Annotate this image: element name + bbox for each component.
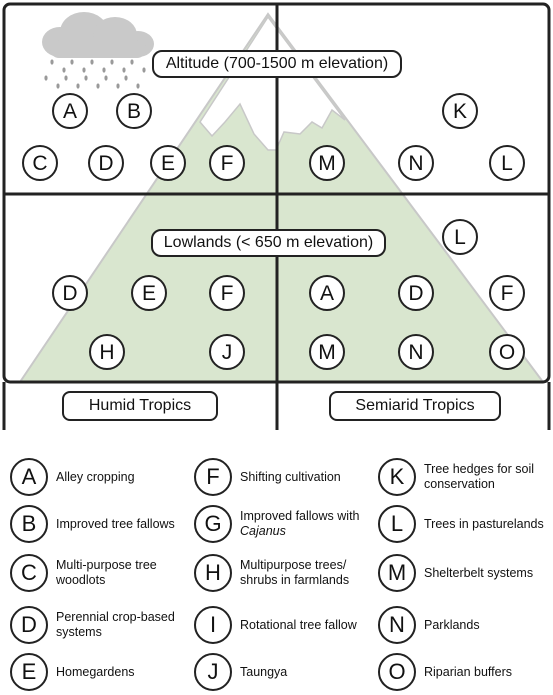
marker-low-semiarid-m: M (309, 334, 345, 370)
cloud-icon (42, 12, 154, 58)
marker-low-semiarid-a: A (309, 275, 345, 311)
legend-letter: O (378, 653, 416, 691)
altitude-zone-label: Altitude (700-1500 m elevation) (152, 50, 402, 78)
rain-drop (50, 59, 54, 65)
legend-letter: G (194, 505, 232, 543)
marker-alt-semiarid-n: N (398, 145, 434, 181)
marker-alt-humid-b: B (116, 93, 152, 129)
marker-alt-semiarid-m: M (309, 145, 345, 181)
marker-low-humid-d: D (52, 275, 88, 311)
rain-drop (70, 59, 74, 65)
marker-alt-humid-f: F (209, 145, 245, 181)
marker-low-humid-e: E (131, 275, 167, 311)
marker-low-semiarid-l: L (442, 219, 478, 255)
rain-drop (130, 59, 134, 65)
rain-drop (44, 75, 48, 81)
legend-letter: I (194, 606, 232, 644)
rain-drop (96, 83, 100, 89)
humid-tropics-label: Humid Tropics (62, 391, 218, 421)
legend-text: Improved tree fallows (56, 516, 175, 531)
rain-drop (76, 83, 80, 89)
legend-letter: D (10, 606, 48, 644)
agroforestry-diagram: Altitude (700-1500 m elevation) Lowlands… (2, 2, 551, 430)
legend-text-main: Improved fallows with (240, 509, 360, 523)
legend-text: Multipurpose trees/ shrubs in farmlands (240, 558, 350, 587)
rain-drop (62, 67, 66, 73)
legend-text-italic: Cajanus (240, 524, 286, 538)
marker-alt-humid-a: A (52, 93, 88, 129)
lowlands-zone-label: Lowlands (< 650 m elevation) (151, 229, 386, 257)
marker-low-humid-j: J (209, 334, 245, 370)
legend-letter: N (378, 606, 416, 644)
legend-text: Tree hedges for soil conservation (424, 462, 535, 491)
rain-drop (116, 83, 120, 89)
legend-letter: K (378, 458, 416, 496)
snow-peak (199, 15, 346, 151)
legend-letter: A (10, 458, 48, 496)
marker-alt-humid-e: E (150, 145, 186, 181)
legend-text: Taungya (240, 664, 288, 679)
rain-drop (122, 67, 126, 73)
legend-text: Multi-purpose tree woodlots (56, 558, 157, 587)
marker-low-semiarid-d: D (398, 275, 434, 311)
legend-letter: H (194, 554, 232, 592)
legend-text: Alley cropping (56, 469, 135, 484)
legend-text: Improved fallows with Cajanus (240, 505, 370, 543)
legend-text: Parklands (424, 617, 480, 632)
legend-text: Shifting cultivation (240, 469, 341, 484)
rain-drop (84, 75, 88, 81)
marker-low-humid-f: F (209, 275, 245, 311)
rain-drop (110, 59, 114, 65)
legend-letter: J (194, 653, 232, 691)
legend-letter: E (10, 653, 48, 691)
rain-drop (104, 75, 108, 81)
marker-low-semiarid-o: O (489, 334, 525, 370)
rain-icon (44, 59, 146, 89)
marker-alt-humid-d: D (88, 145, 124, 181)
marker-low-semiarid-f: F (489, 275, 525, 311)
rain-drop (124, 75, 128, 81)
marker-alt-semiarid-k: K (442, 93, 478, 129)
legend-letter: F (194, 458, 232, 496)
rain-drop (56, 83, 60, 89)
rain-drop (102, 67, 106, 73)
marker-low-humid-h: H (89, 334, 125, 370)
legend-text: Rotational tree fallow (240, 617, 357, 632)
marker-low-semiarid-n: N (398, 334, 434, 370)
marker-alt-semiarid-l: L (489, 145, 525, 181)
legend-text: Homegardens (56, 664, 135, 679)
legend-letter: M (378, 554, 416, 592)
legend-letter: B (10, 505, 48, 543)
semiarid-tropics-label: Semiarid Tropics (329, 391, 501, 421)
region-bracket (2, 382, 551, 430)
legend-letter: C (10, 554, 48, 592)
legend-text: Shelterbelt systems (424, 565, 534, 580)
legend-text: Perennial crop-based systems (56, 610, 175, 639)
rain-drop (64, 75, 68, 81)
marker-alt-humid-c: C (22, 145, 58, 181)
rain-drop (136, 83, 140, 89)
legend-text: Trees in pasturelands (424, 516, 544, 531)
rain-drop (142, 67, 146, 73)
rain-drop (82, 67, 86, 73)
rain-drop (90, 59, 94, 65)
legend-letter: L (378, 505, 416, 543)
legend-text: Riparian buffers (424, 664, 513, 679)
